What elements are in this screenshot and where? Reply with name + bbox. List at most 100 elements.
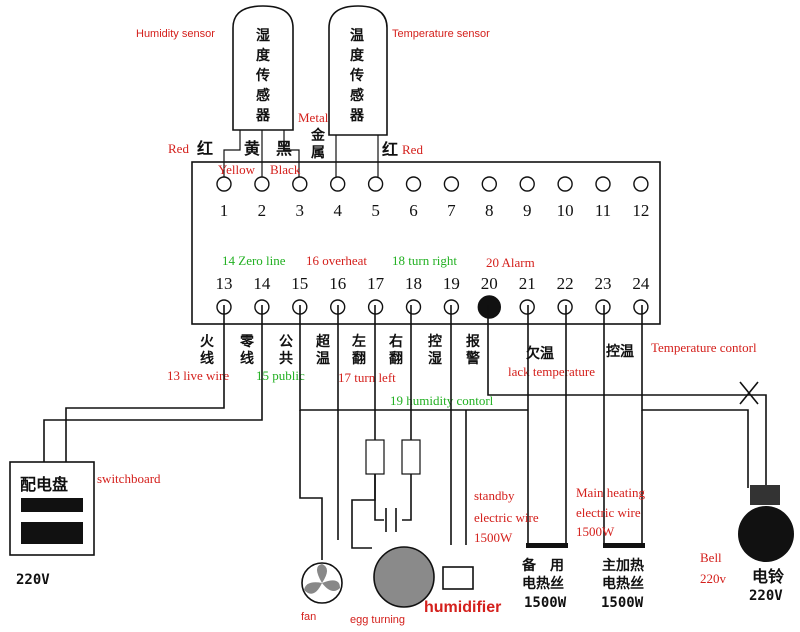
t15-cn-2: 共 <box>279 350 293 367</box>
standby-cn-2: 电热丝 <box>522 575 564 592</box>
t14-cn-1: 零 <box>239 333 255 350</box>
note-live-wire: 13 live wire <box>167 368 229 383</box>
top-terminal-1 <box>216 176 232 192</box>
bottom-terminal-number-24: 24 <box>632 274 650 293</box>
wire-red-en-right: Red <box>402 142 423 157</box>
wire-black-cn: 黑 <box>276 139 292 158</box>
bottom-terminal-number-14: 14 <box>253 274 271 293</box>
egg-turning-label: egg turning <box>350 614 405 626</box>
humidity-sensor-cn-3: 传 <box>255 67 270 84</box>
top-terminal-number-5: 5 <box>371 201 380 220</box>
note-turn-right: 18 turn right <box>392 253 457 268</box>
top-terminal-4 <box>330 176 346 192</box>
switchboard-panel-top <box>21 498 83 512</box>
standby-heater-bar <box>526 543 568 548</box>
main-heater-bar <box>603 543 645 548</box>
top-terminal-12 <box>633 176 649 192</box>
note-humidity-control: 19 humidity contorl <box>390 393 494 408</box>
t23-24-cn: 控温 <box>606 343 634 360</box>
top-terminal-2 <box>254 176 270 192</box>
bell-en-2: 220v <box>700 571 727 586</box>
top-terminal-7 <box>443 176 460 192</box>
wire-red-cn-left: 红 <box>197 139 213 158</box>
temperature-sensor-cn-4: 感 <box>350 87 364 104</box>
t16-cn-2: 温 <box>316 351 330 367</box>
top-terminal-number-4: 4 <box>333 201 342 220</box>
note-public: 15 public <box>256 368 305 383</box>
t21-22-cn: 欠温 <box>526 345 554 362</box>
main-heater-power: 1500W <box>601 595 644 611</box>
switchboard-en: switchboard <box>97 471 161 486</box>
top-terminal-number-7: 7 <box>447 201 456 220</box>
bottom-terminal-number-18: 18 <box>405 274 422 293</box>
humidity-sensor-cn-1: 湿 <box>256 28 270 44</box>
metal-en: Metal <box>298 110 329 125</box>
bottom-terminal-number-16: 16 <box>329 274 346 293</box>
fan-icon <box>301 562 343 604</box>
top-terminal-number-9: 9 <box>523 201 532 220</box>
note-overheat: 16 overheat <box>306 253 367 268</box>
t18-cn-2: 翻 <box>389 350 403 367</box>
t17-cn-1: 左 <box>351 333 366 350</box>
note-turn-left: 17 turn left <box>338 370 396 385</box>
top-terminal-number-6: 6 <box>409 201 418 220</box>
switchboard-cn: 配电盘 <box>20 475 68 494</box>
t19-cn-1: 控 <box>428 333 442 350</box>
humidifier-icon <box>442 566 474 590</box>
bottom-terminal-24 <box>633 299 649 315</box>
bottom-terminal-number-20: 20 <box>481 274 498 293</box>
t13-cn-2: 线 <box>200 350 214 367</box>
bottom-terminal-23 <box>595 299 611 315</box>
bottom-terminal-number-22: 22 <box>557 274 574 293</box>
bottom-terminal-18 <box>405 299 422 315</box>
main-heater-cn-2: 电热丝 <box>602 575 644 592</box>
egg-turning-motor-icon <box>373 546 435 608</box>
note-alarm: 20 Alarm <box>486 255 535 270</box>
t13-cn-1: 火 <box>200 334 215 350</box>
top-terminal-11 <box>595 176 611 192</box>
main-heater-cn-1: 主加热 <box>602 557 644 574</box>
fan-label: fan <box>301 611 316 623</box>
bottom-terminal-number-21: 21 <box>519 274 536 293</box>
wire-black-en: Black <box>270 162 301 177</box>
t18-cn-1: 右 <box>388 333 403 350</box>
top-terminal-10 <box>557 176 573 192</box>
bottom-terminal-number-17: 17 <box>367 274 385 293</box>
t20-cn-1: 报 <box>466 334 480 350</box>
bottom-terminal-number-13: 13 <box>216 274 233 293</box>
bell-icon <box>738 485 794 562</box>
top-terminal-number-12: 12 <box>632 201 649 220</box>
main-heater-en-1: Main heating <box>576 485 645 500</box>
standby-cn-1: 备 用 <box>521 557 564 574</box>
humidity-sensor-cn-2: 度 <box>256 47 271 64</box>
standby-en-1: standby <box>474 488 515 503</box>
note-lack-temperature: lack temperature <box>508 364 595 379</box>
metal-cn-2: 属 <box>311 145 325 161</box>
top-terminal-number-11: 11 <box>595 201 611 220</box>
temperature-sensor-cn-2: 度 <box>350 47 365 64</box>
top-terminal-9 <box>519 176 535 192</box>
bottom-terminal-20 <box>477 295 501 319</box>
main-heater-en-2: electric wire <box>576 505 641 520</box>
switchboard-panel-bottom <box>21 522 83 544</box>
humidity-sensor-label: Humidity sensor <box>136 28 215 40</box>
t14-cn-2: 线 <box>240 350 254 367</box>
controller-box <box>191 161 661 325</box>
switchboard-voltage: 220V <box>16 572 50 588</box>
wire-red-en-left: Red <box>168 141 189 156</box>
temperature-sensor-cn-5: 器 <box>349 108 365 124</box>
wire-yellow-en: Yellow <box>218 162 256 177</box>
bell-cn: 电铃 <box>752 567 784 586</box>
t15-cn-1: 公 <box>279 334 293 350</box>
temperature-sensor-cn-1: 温 <box>350 28 364 44</box>
note-temperature-control: Temperature contorl <box>651 340 757 355</box>
top-terminal-6 <box>405 176 422 192</box>
top-terminal-number-1: 1 <box>220 201 229 220</box>
standby-en-2: electric wire <box>474 510 539 525</box>
bell-voltage: 220V <box>749 588 783 604</box>
metal-cn-1: 金 <box>310 127 326 144</box>
